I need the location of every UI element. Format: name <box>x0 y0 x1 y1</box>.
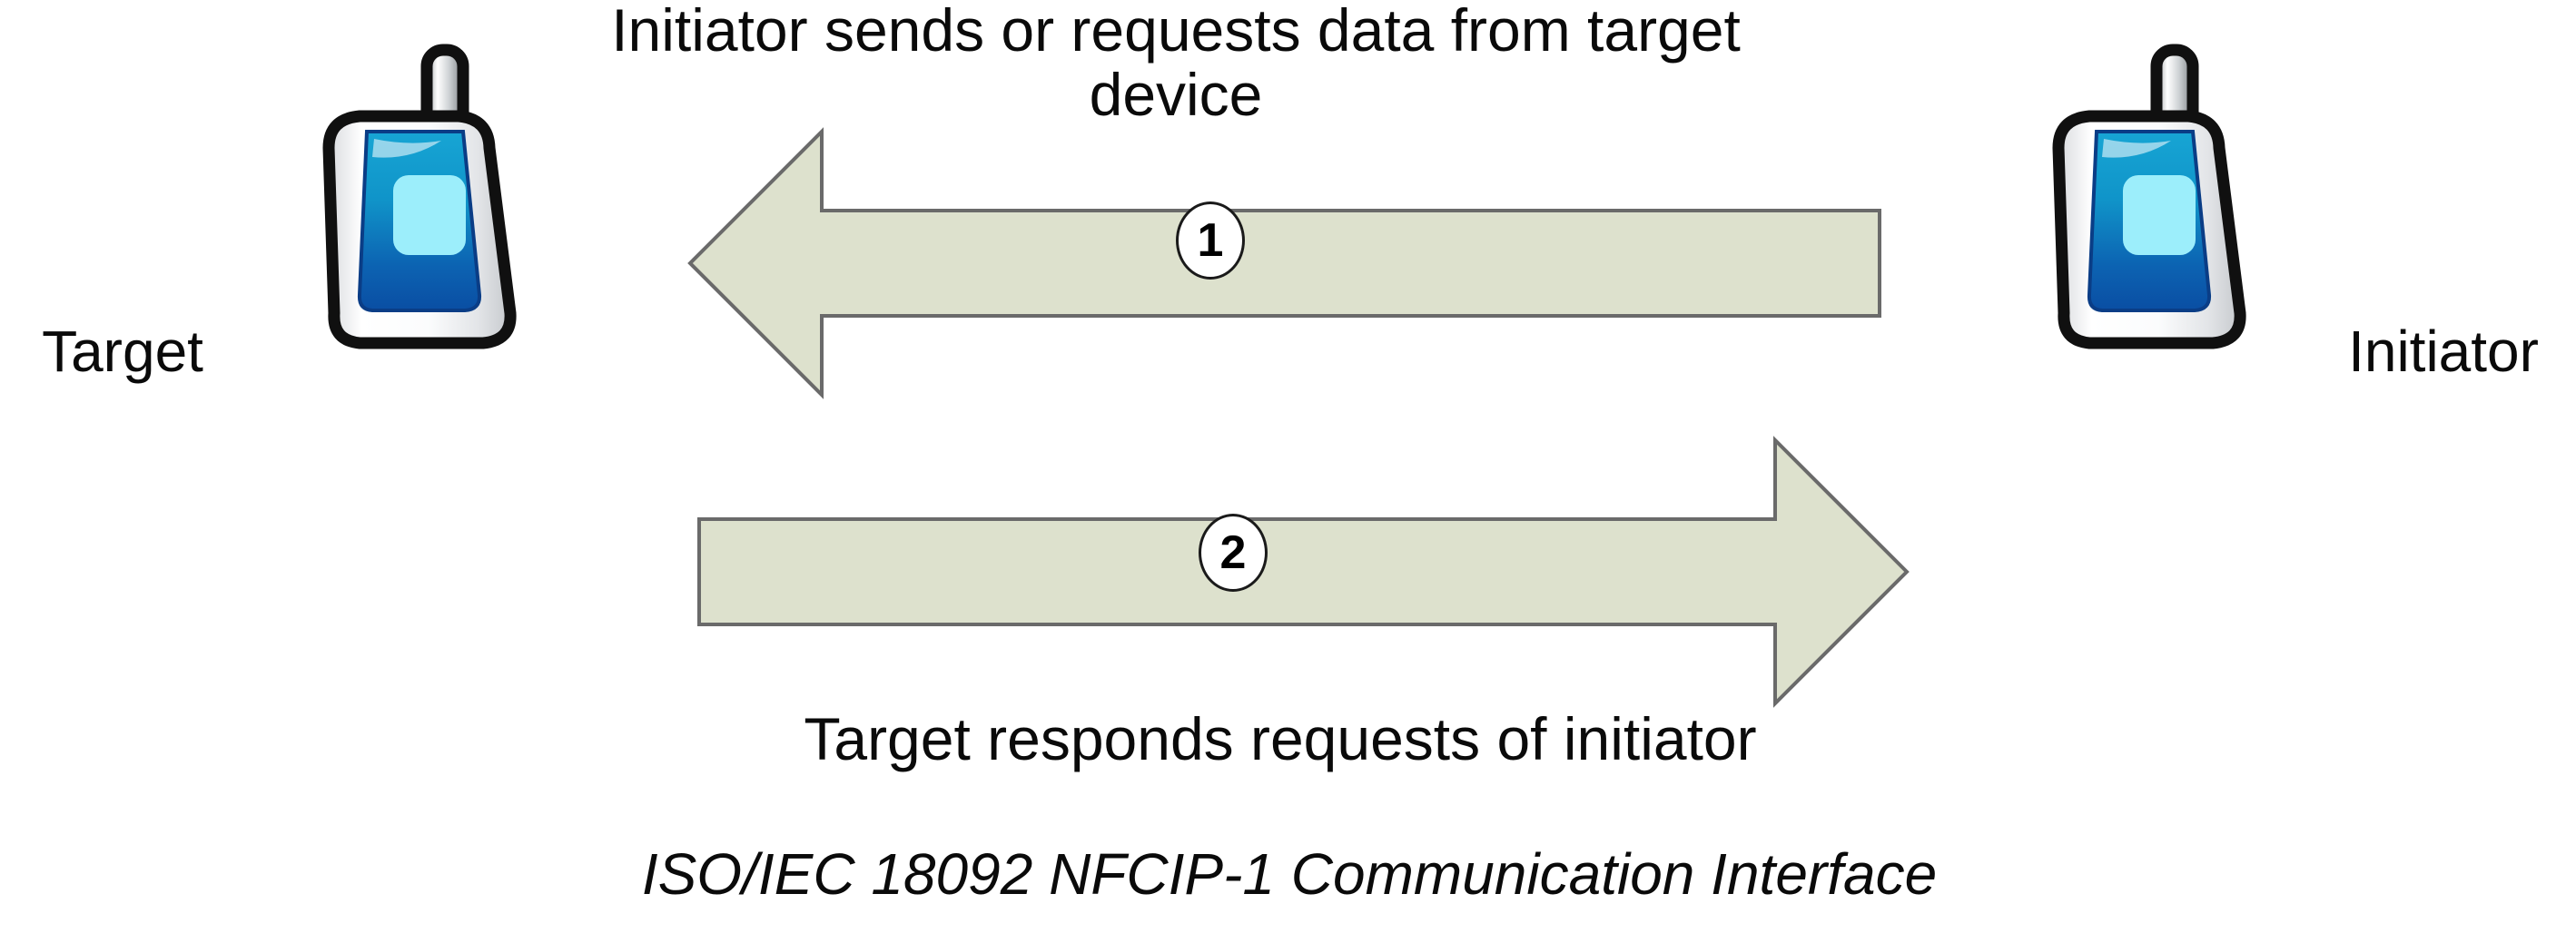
step-badge-1: 1 <box>1176 201 1245 280</box>
device-label-initiator: Initiator <box>2348 319 2539 384</box>
message-arrow-1 <box>686 127 1884 399</box>
message-2-caption: Target responds requests of initiator <box>804 705 1757 772</box>
mobile-phone-icon-target <box>272 41 545 354</box>
diagram-footer-caption: ISO/IEC 18092 NFCIP-1 Communication Inte… <box>641 841 1938 907</box>
message-arrow-2 <box>695 436 1911 708</box>
device-label-target: Target <box>42 319 203 384</box>
message-1-caption: Initiator sends or requests data from ta… <box>611 0 1741 129</box>
step-badge-2: 2 <box>1199 514 1268 592</box>
mobile-phone-icon-initiator <box>2002 41 2275 354</box>
